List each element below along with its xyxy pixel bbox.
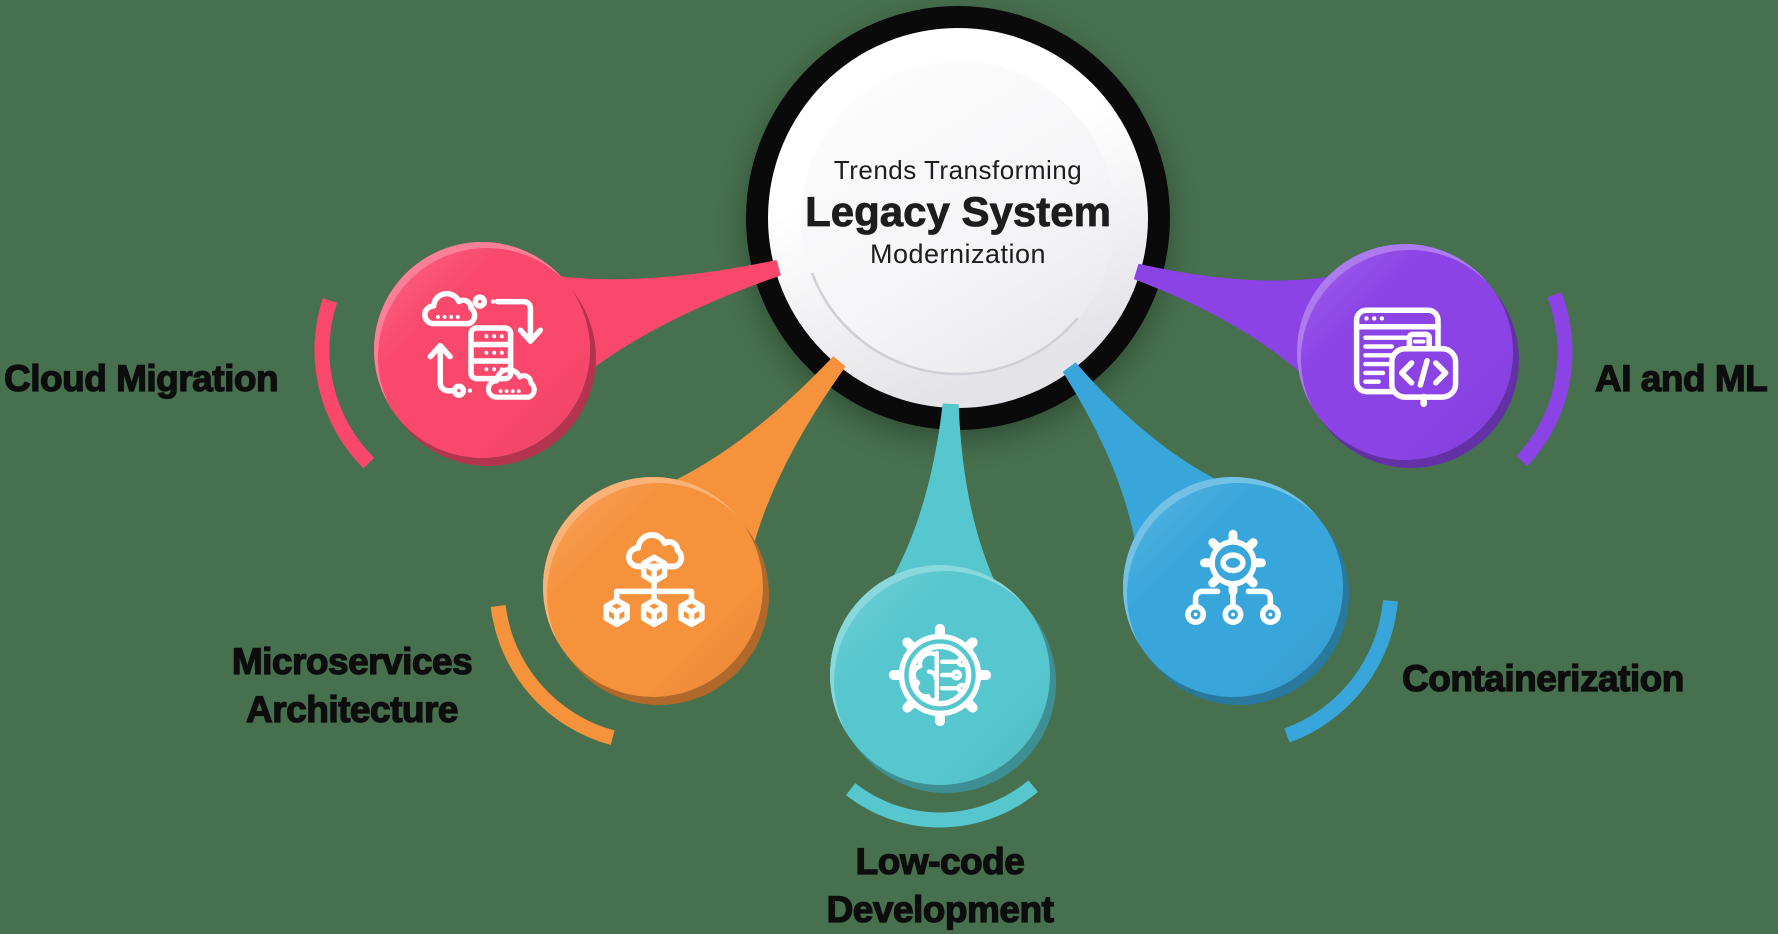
cloud-migration-icon: [422, 290, 544, 400]
center-title-line1: Trends Transforming: [833, 155, 1083, 185]
connector-cloud-migration: [554, 260, 781, 376]
microservices-architecture-icon: [603, 532, 705, 628]
center-title-line2: Legacy System: [805, 188, 1112, 236]
node-low-code-development: [830, 565, 1050, 785]
arc-cloud-migration: [314, 182, 650, 518]
label-ai-and-ml: AI and ML: [1594, 357, 1768, 399]
label-microservices-architecture: Microservices Architecture: [231, 640, 473, 730]
label-containerization: Containerization: [1401, 657, 1685, 699]
arc-microservices: [489, 423, 817, 751]
center-title-line3: Modernization: [869, 239, 1047, 269]
node-ai-and-ml: [1297, 244, 1513, 460]
node-containerization: [1123, 477, 1343, 697]
label-cloud-migration: Cloud Migration: [3, 357, 279, 399]
containerization-icon: [1185, 529, 1281, 625]
label-low-code-development: Low-code Development: [826, 840, 1055, 930]
node-cloud-migration: [374, 242, 590, 458]
connector-ai-ml: [1133, 263, 1334, 376]
arc-ai-ml: [1237, 184, 1573, 520]
center-title: Trends Transforming Legacy System Modern…: [758, 153, 1158, 271]
center-inner-circle: [801, 61, 1115, 375]
arc-containerization: [1067, 421, 1399, 753]
ai-and-ml-icon: [1353, 307, 1459, 407]
low-code-development-icon: [888, 623, 992, 727]
connector-low-code: [890, 403, 997, 586]
center-inner-rim-shade: [800, 60, 1116, 376]
node-microservices-architecture: [543, 477, 763, 697]
